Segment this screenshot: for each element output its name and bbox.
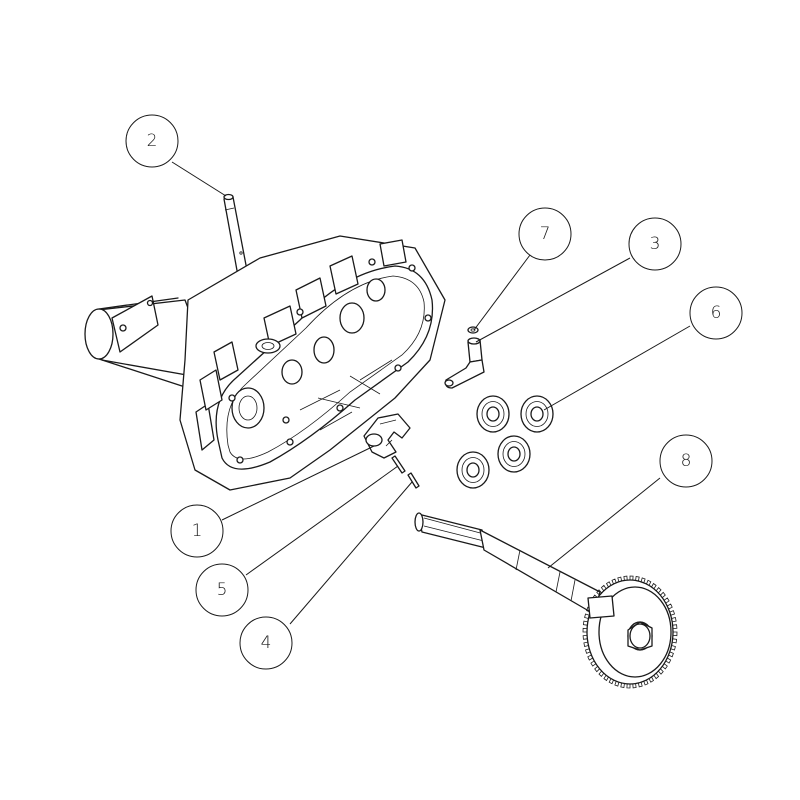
gear-shaft-part [414,512,678,689]
callout-5: 5 [195,563,249,617]
svg-text:7: 7 [540,224,551,244]
svg-text:3: 3 [650,234,661,254]
leader-7 [473,254,531,331]
washer-part [467,326,479,334]
bearing-4 [456,451,490,489]
leader-8 [547,477,661,569]
ball-bearings-part [456,395,554,489]
callout-2: 2 [125,114,179,168]
bearing-1 [476,395,510,433]
roll-pin-5-part [391,455,406,474]
callout-1: 1 [170,504,224,558]
leader-lines [171,161,691,625]
bearing-3 [497,435,531,473]
svg-text:1: 1 [192,521,203,541]
leader-2 [171,161,227,197]
svg-text:8: 8 [681,451,692,471]
leader-4 [289,481,413,625]
shift-fork-part [363,413,411,459]
svg-text:2: 2 [147,131,158,151]
bearing-2 [520,395,554,433]
callout-4: 4 [239,616,293,670]
svg-text:6: 6 [711,303,722,323]
callout-6: 6 [689,286,743,340]
leader-1 [221,445,375,521]
callout-8: 8 [659,434,713,488]
callout-7: 7 [518,207,572,261]
leader-5 [245,465,399,576]
callout-3: 3 [628,217,682,271]
svg-text:5: 5 [217,580,228,600]
gear-wheel [582,575,678,689]
leader-3 [475,257,631,343]
roll-pin-4-part [407,472,420,489]
shift-lever-part [444,337,485,389]
leader-6 [543,325,691,411]
gearbox-housing-part [84,235,446,491]
svg-text:4: 4 [261,633,272,653]
